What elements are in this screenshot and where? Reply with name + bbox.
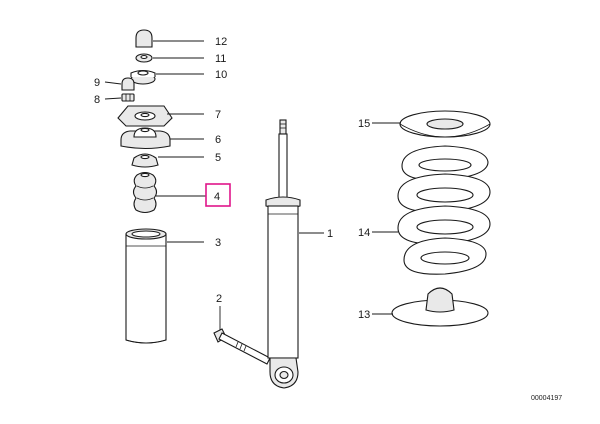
part-15-upper-spring-seat[interactable] xyxy=(399,110,491,138)
part-2-bolt[interactable] xyxy=(213,328,271,365)
part-12-cap[interactable] xyxy=(135,29,153,48)
part-3-dust-boot[interactable] xyxy=(125,228,167,344)
label-15: 15 xyxy=(358,118,370,130)
part-9-small-cap[interactable] xyxy=(121,77,135,91)
label-3: 3 xyxy=(215,237,221,249)
part-5-protective-cap[interactable] xyxy=(131,153,159,168)
part-4-bump-stop[interactable] xyxy=(132,171,158,214)
part-11-washer[interactable] xyxy=(135,53,153,63)
label-13: 13 xyxy=(358,309,370,321)
drawing-number: 00004197 xyxy=(531,395,562,402)
part-1-shock-absorber[interactable] xyxy=(265,119,301,389)
label-7: 7 xyxy=(215,109,221,121)
leader-lines xyxy=(104,40,401,330)
part-10-collar[interactable] xyxy=(130,69,156,85)
label-12: 12 xyxy=(215,36,227,48)
part-14-coil-spring[interactable] xyxy=(397,145,491,275)
label-2: 2 xyxy=(216,293,222,305)
label-1: 1 xyxy=(327,228,333,240)
part-8-nut[interactable] xyxy=(121,93,135,102)
highlight-box-part-4 xyxy=(205,183,231,207)
label-11: 11 xyxy=(215,53,226,65)
label-8: 8 xyxy=(94,94,100,106)
part-7-mounting-plate[interactable] xyxy=(117,105,173,127)
label-14: 14 xyxy=(358,227,370,239)
callout-labels: 12 11 10 9 8 7 6 5 4 3 1 2 15 14 13 xyxy=(94,36,370,321)
part-6-strut-mount[interactable] xyxy=(120,127,171,150)
label-9: 9 xyxy=(94,77,100,89)
label-4[interactable]: 4 xyxy=(214,191,220,203)
label-5: 5 xyxy=(215,152,221,164)
label-10: 10 xyxy=(215,69,227,81)
part-13-lower-spring-seat[interactable] xyxy=(391,287,489,327)
label-6: 6 xyxy=(215,134,221,146)
